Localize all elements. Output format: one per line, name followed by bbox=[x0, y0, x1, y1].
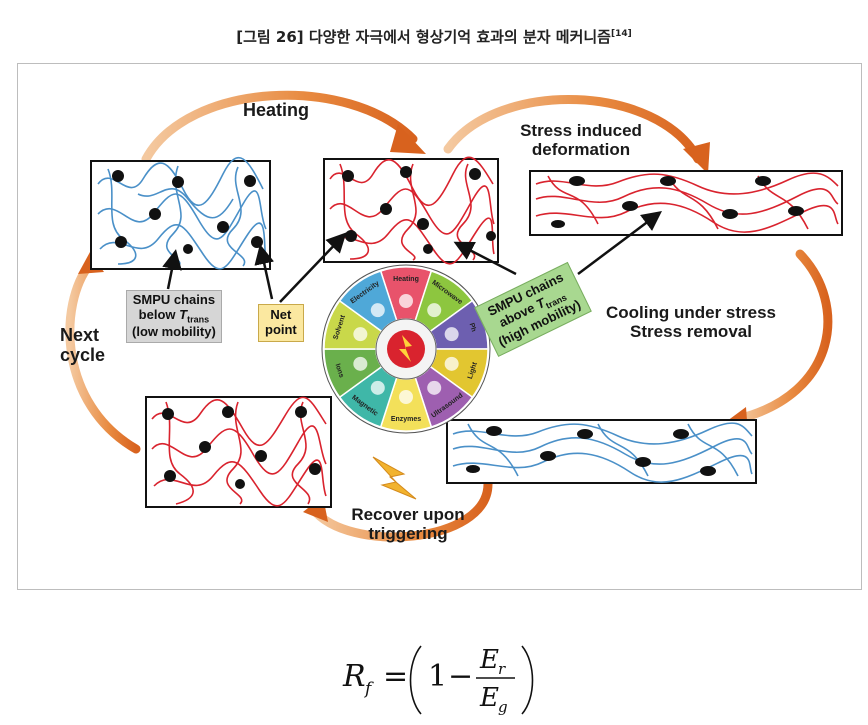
label-stress-induced: Stress induced deformation bbox=[481, 121, 681, 159]
arrowhead-stress bbox=[683, 142, 710, 174]
shape-memory-diagram: HeatingMicrowavePhLightUltrasoundEnzymes… bbox=[65, 90, 843, 542]
network-box-cold bbox=[90, 156, 271, 270]
cooling-line1: Cooling under stress bbox=[605, 303, 777, 322]
caption-reference: [14] bbox=[610, 29, 632, 39]
label-heating: Heating bbox=[243, 100, 310, 121]
below-line1: SMPU chains bbox=[132, 292, 216, 307]
net-line2: point bbox=[265, 321, 297, 337]
figure-caption: [그림 26] 다양한 자극에서 형상기억 효과의 분자 메커니즘[14] bbox=[0, 26, 868, 47]
arrow-stress bbox=[443, 94, 703, 164]
formula-svg: R f = 1 − E r E g bbox=[342, 645, 534, 716]
wheel-label-enzymes: Enzymes bbox=[391, 416, 421, 423]
arrow-heating bbox=[141, 90, 418, 164]
formula-one: 1 bbox=[428, 659, 447, 694]
below-line2: below Ttrans bbox=[138, 306, 210, 325]
arrow-next-cycle bbox=[65, 259, 141, 454]
wheel-stimulus-icon bbox=[370, 380, 385, 395]
fixity-formula: R f = 1 − E r E g bbox=[0, 638, 868, 718]
wheel-label-heating: Heating bbox=[393, 276, 419, 283]
formula-num-sub: r bbox=[498, 660, 506, 678]
cycle-arrows bbox=[65, 90, 833, 542]
wheel-stimulus-icon bbox=[353, 327, 368, 342]
wheel-label-ph: Ph bbox=[468, 322, 477, 333]
pointer-high-mobility-1 bbox=[453, 241, 517, 276]
t-subscript: trans bbox=[187, 314, 210, 325]
network-box-heated bbox=[323, 156, 499, 265]
network-box-recovered bbox=[145, 396, 332, 508]
below-line3: (low mobility) bbox=[132, 323, 216, 339]
recover-line1: Recover upon bbox=[351, 505, 465, 524]
formula-equals: = bbox=[383, 659, 408, 694]
arrow-cooling bbox=[733, 249, 833, 424]
t-symbol: T bbox=[179, 306, 188, 322]
pointer-arrows bbox=[162, 211, 662, 303]
label-next-cycle: Next cycle bbox=[60, 325, 106, 366]
callout-net-point: Net point bbox=[258, 304, 304, 342]
callout-low-mobility: SMPU chains below Ttrans (low mobility) bbox=[126, 290, 222, 343]
formula-den: E bbox=[479, 683, 499, 713]
label-recover: Recover upon triggering bbox=[318, 505, 498, 543]
wheel-stimulus-icon bbox=[399, 294, 413, 308]
formula-minus: − bbox=[448, 659, 473, 694]
wheel-stimulus-icon bbox=[444, 327, 459, 342]
formula-lhs-sub: f bbox=[363, 679, 374, 699]
formula-num: E bbox=[479, 645, 499, 675]
pointer-net-point-1 bbox=[254, 244, 274, 300]
wheel-stimulus-icon bbox=[353, 356, 368, 371]
network-box-deformed bbox=[529, 170, 843, 236]
stress-induced-line1: Stress induced bbox=[520, 121, 642, 140]
trigger-lightning-icon bbox=[372, 456, 417, 500]
label-cooling: Cooling under stress Stress removal bbox=[576, 303, 806, 341]
caption-text: [그림 26] 다양한 자극에서 형상기억 효과의 분자 메커니즘 bbox=[236, 28, 611, 46]
formula-lhs: R bbox=[342, 659, 366, 694]
next-cycle-line1: Next bbox=[60, 325, 100, 345]
arrow-recover bbox=[308, 479, 493, 542]
wheel-stimulus-icon bbox=[444, 356, 459, 371]
recover-line2: triggering bbox=[368, 523, 448, 543]
wheel-stimulus-icon bbox=[427, 380, 442, 395]
pointer-net-point-2 bbox=[279, 232, 347, 303]
arrowhead-heating bbox=[390, 124, 426, 154]
pointer-low-mobility bbox=[162, 249, 182, 290]
next-cycle-line2: cycle bbox=[60, 344, 106, 365]
heating-text: Heating bbox=[243, 100, 310, 120]
lightning-icon bbox=[399, 335, 412, 362]
network-box-fixed bbox=[446, 419, 757, 484]
formula-paren-right bbox=[521, 645, 534, 715]
net-line1: Net bbox=[270, 307, 292, 322]
formula-den-sub: g bbox=[498, 698, 508, 716]
wheel-segments bbox=[323, 266, 489, 432]
wheel-label-ions: Ions bbox=[334, 363, 345, 379]
wheel-stimulus-icon bbox=[370, 303, 385, 318]
wheel-stimulus-icon bbox=[399, 390, 413, 404]
pointer-high-mobility-2 bbox=[577, 211, 662, 275]
cooling-line2: Stress removal bbox=[630, 321, 752, 341]
wheel-stimulus-icon bbox=[427, 303, 442, 318]
stress-induced-line2: deformation bbox=[531, 139, 631, 159]
formula-paren-left bbox=[409, 645, 422, 715]
